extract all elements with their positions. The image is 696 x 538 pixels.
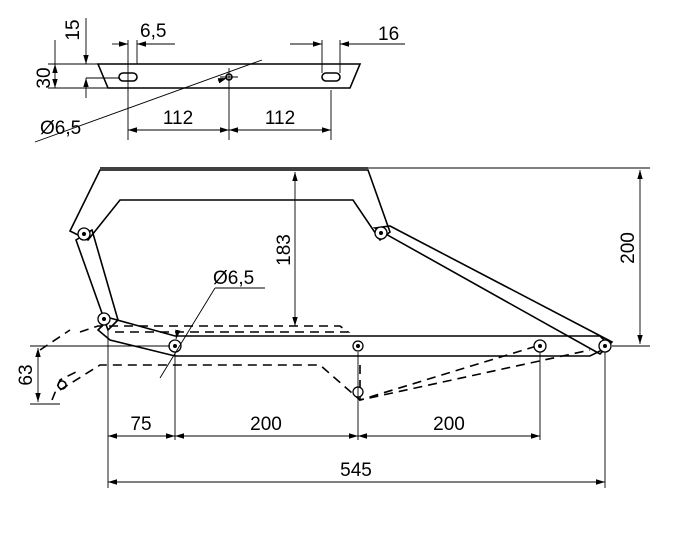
slot-right bbox=[321, 72, 341, 82]
dim-545: 545 bbox=[340, 460, 372, 481]
plate-outline bbox=[96, 63, 362, 89]
pin-top-right bbox=[374, 226, 388, 240]
dim-63: 63 bbox=[16, 364, 37, 385]
dim-200-a: 200 bbox=[250, 414, 282, 435]
dim-200-b: 200 bbox=[433, 414, 465, 435]
left-link bbox=[75, 228, 119, 332]
pin-top-left bbox=[77, 227, 91, 241]
folded-outline-3 bbox=[39, 329, 81, 401]
dim-112-right: 112 bbox=[265, 108, 295, 129]
dim-16: 16 bbox=[378, 24, 399, 45]
folded-outline-4 bbox=[359, 344, 541, 402]
dim-183: 183 bbox=[274, 234, 295, 266]
side-view: 183 200 63 Ø6,5 75 200 200 545 bbox=[16, 167, 650, 488]
dim-200-vertical: 200 bbox=[618, 232, 639, 264]
folded-outline-1 bbox=[79, 325, 351, 333]
folded-outline-2 bbox=[59, 349, 591, 401]
pin-mount-3 bbox=[533, 339, 547, 353]
pin-mount-2 bbox=[352, 340, 364, 352]
pin-right-pivot bbox=[598, 339, 612, 353]
dim-6-5: 6,5 bbox=[140, 21, 166, 42]
dim-75: 75 bbox=[130, 414, 151, 435]
top-frame bbox=[68, 169, 391, 242]
dim-hole-dia-side: Ø6,5 bbox=[213, 268, 254, 289]
dim-hole-dia-top: Ø6,5 bbox=[40, 118, 81, 139]
dim-15: 15 bbox=[63, 19, 84, 40]
diagonal-strut bbox=[372, 225, 614, 355]
top-view: 30 15 6,5 16 112 112 Ø6,5 bbox=[34, 18, 405, 143]
pin-bottom-left bbox=[97, 312, 111, 326]
dim-112-left: 112 bbox=[163, 108, 193, 129]
dim-30: 30 bbox=[34, 67, 55, 88]
